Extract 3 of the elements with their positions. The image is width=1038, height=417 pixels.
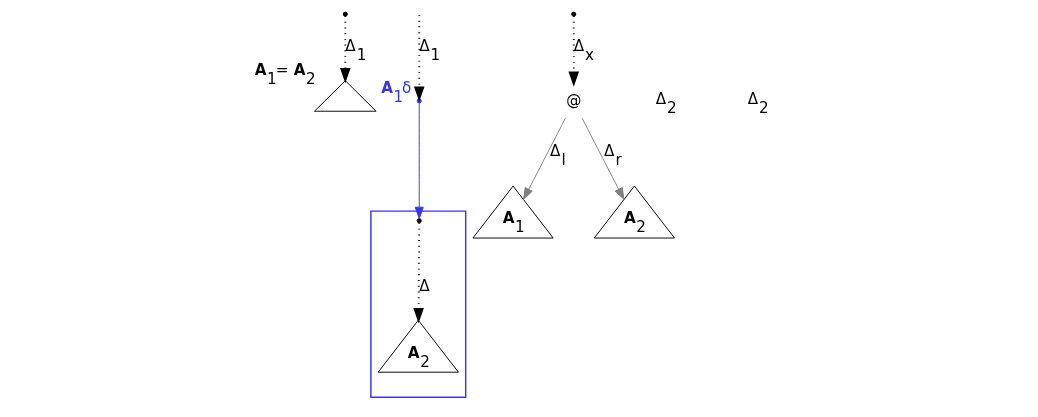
node-label: δ	[402, 79, 412, 98]
edge-label: Δ	[419, 277, 430, 296]
node-text: @	[566, 90, 582, 109]
